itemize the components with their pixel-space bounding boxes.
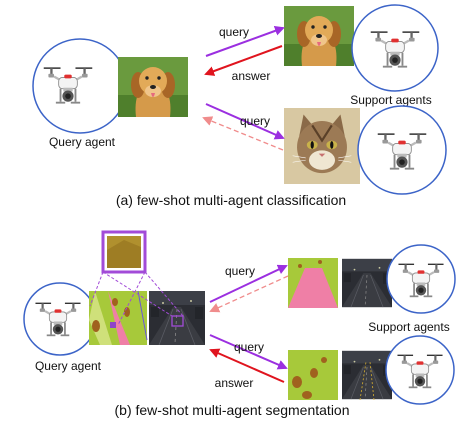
query-agent-label: Query agent xyxy=(49,135,116,149)
answer-arrow-b xyxy=(209,348,285,383)
query-arrow-b2 xyxy=(209,334,288,370)
answer-label-b: answer xyxy=(215,376,254,390)
support-agents-label-b: Support agents xyxy=(368,320,449,334)
caption-a: (a) few-shot multi-agent classification xyxy=(116,192,346,208)
road-crop-box xyxy=(171,315,184,327)
query-agent-label-b: Query agent xyxy=(35,359,102,373)
dashed-answer-arrow xyxy=(202,116,284,151)
query-segmentation-mask xyxy=(89,290,148,345)
support-dog-photo xyxy=(284,6,354,66)
support-road-scene-1 xyxy=(342,258,392,308)
query-label-b2: query xyxy=(234,340,264,354)
query-agent-circle xyxy=(32,38,128,134)
dog-photo xyxy=(118,57,188,117)
query-arrow-b1 xyxy=(209,264,288,303)
query-arrow-2 xyxy=(205,103,285,140)
query-road-scene xyxy=(148,291,206,345)
query-label-2: query xyxy=(240,114,270,128)
caption-b: (b) few-shot multi-agent segmentation xyxy=(115,402,350,418)
query-label-b1: query xyxy=(225,264,255,278)
cat-photo xyxy=(284,108,360,184)
support-agents-label: Support agents xyxy=(350,93,431,107)
dashed-answer-arrow-b xyxy=(209,275,289,313)
query-arrow-1 xyxy=(205,26,285,57)
support-segmentation-mask-1 xyxy=(288,258,338,308)
answer-label: answer xyxy=(232,69,271,83)
answer-arrow xyxy=(204,45,283,76)
support-segmentation-mask-2 xyxy=(288,350,338,400)
support-road-scene-2 xyxy=(342,350,392,400)
query-label-1: query xyxy=(219,25,249,39)
